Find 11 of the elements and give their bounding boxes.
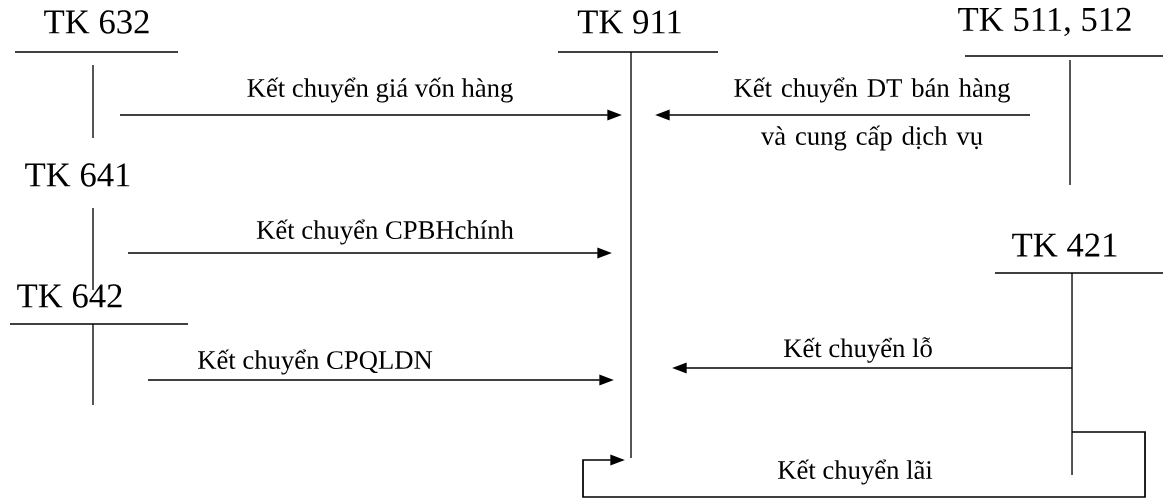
edge-label: Kết chuyển CPBHchính xyxy=(256,219,514,245)
edge-label: Kết chuyển giá vốn hàng xyxy=(247,77,513,103)
edge-label: Kết chuyển lỗ xyxy=(784,337,932,363)
edge-label: Kết chuyển CPQLDN xyxy=(198,349,433,375)
t-account: TK 911 xyxy=(557,10,719,459)
t-account: TK 642 xyxy=(9,284,189,406)
arrow xyxy=(582,431,1146,498)
t-account: TK 632 xyxy=(14,10,179,139)
edge-label: Kết chuyển DT bán hàng và cung cấp dịch vụ xyxy=(734,77,1010,151)
edge-label: Kết chuyển lãi xyxy=(778,459,933,485)
t-account: TK 421 xyxy=(994,233,1164,476)
